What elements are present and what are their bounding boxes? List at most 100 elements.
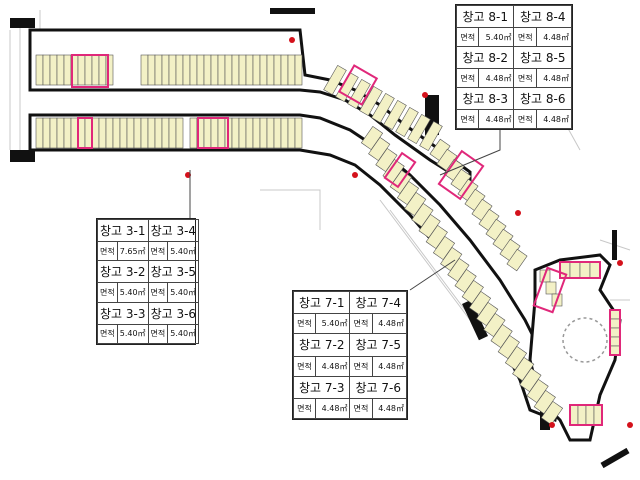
location-markers xyxy=(185,37,633,428)
unit-name: 창고 3-2 xyxy=(97,260,149,284)
storage-unit xyxy=(273,117,282,149)
storage-unit xyxy=(294,117,303,149)
storage-unit xyxy=(196,54,205,86)
storage-unit xyxy=(259,117,268,149)
storage-unit xyxy=(91,117,100,149)
storage-unit xyxy=(98,54,107,86)
location-marker xyxy=(289,37,295,43)
storage-unit xyxy=(56,117,65,149)
unit-name: 창고 3-1 xyxy=(97,218,149,243)
storage-unit xyxy=(609,336,621,347)
storage-unit xyxy=(383,99,407,131)
area-value: 4.48㎡ xyxy=(371,313,408,335)
area-value: 4.48㎡ xyxy=(478,109,515,129)
storage-unit xyxy=(280,117,289,149)
storage-unit xyxy=(77,117,86,149)
area-value: 5.40㎡ xyxy=(478,27,515,47)
area-value: 4.48㎡ xyxy=(535,68,573,88)
area-label: 면적 xyxy=(292,313,317,335)
unit-name: 창고 8-4 xyxy=(513,5,572,28)
storage-unit xyxy=(203,54,212,86)
storage-unit xyxy=(154,117,163,149)
storage-unit xyxy=(126,117,135,149)
storage-unit xyxy=(154,54,163,86)
storage-unit xyxy=(287,54,296,86)
storage-unit xyxy=(182,54,191,86)
highlighted-storage-unit xyxy=(559,261,601,279)
storage-unit xyxy=(49,117,58,149)
unit-name: 창고 8-1 xyxy=(455,5,515,28)
storage-unit xyxy=(238,117,247,149)
storage-unit xyxy=(259,54,268,86)
highlighted-storage-unit xyxy=(532,266,568,314)
storage-unit xyxy=(189,117,198,149)
highlighted-storage-unit xyxy=(383,151,417,189)
storage-unit xyxy=(217,117,226,149)
storage-unit xyxy=(273,54,282,86)
storage-unit xyxy=(119,117,128,149)
storage-unit xyxy=(593,404,603,426)
storage-unit xyxy=(231,54,240,86)
area-value: 5.40㎡ xyxy=(167,323,200,345)
storage-unit xyxy=(224,54,233,86)
storage-unit xyxy=(210,54,219,86)
storage-unit xyxy=(419,120,443,152)
storage-unit xyxy=(252,117,261,149)
legend-warehouse-8: 창고 8-1 창고 8-4 면적 5.40㎡ 면적 4.48㎡ 창고 8-2 창… xyxy=(455,4,573,130)
storage-unit xyxy=(175,54,184,86)
storage-unit xyxy=(245,54,254,86)
area-label: 면적 xyxy=(97,241,118,262)
leader-lines xyxy=(189,125,501,291)
area-value: 4.48㎡ xyxy=(535,109,573,129)
storage-unit xyxy=(147,54,156,86)
storage-unit xyxy=(91,54,100,86)
area-label: 면적 xyxy=(513,68,537,88)
storage-unit xyxy=(540,400,564,426)
storage-unit xyxy=(49,54,58,86)
area-label: 면적 xyxy=(147,323,169,345)
storage-unit xyxy=(35,117,44,149)
legend-warehouse-7: 창고 7-1 창고 7-4 면적 5.40㎡ 면적 4.48㎡ 창고 7-2 창… xyxy=(292,290,408,420)
storage-unit xyxy=(84,117,93,149)
storage-unit xyxy=(105,54,114,86)
area-value: 5.40㎡ xyxy=(315,313,351,335)
upper-corridor xyxy=(28,28,472,188)
storage-unit xyxy=(63,54,72,86)
storage-unit xyxy=(140,54,149,86)
area-value: 5.40㎡ xyxy=(167,241,200,262)
location-marker xyxy=(352,172,358,178)
storage-unit xyxy=(133,117,142,149)
storage-unit xyxy=(294,54,303,86)
unit-name: 창고 7-2 xyxy=(292,333,351,357)
storage-unit xyxy=(210,117,219,149)
storage-unit xyxy=(569,404,579,426)
area-value: 7.65㎡ xyxy=(116,241,149,262)
location-marker xyxy=(549,422,555,428)
area-label: 면적 xyxy=(292,397,317,420)
storage-unit xyxy=(140,117,149,149)
storage-unit xyxy=(42,117,51,149)
area-label: 면적 xyxy=(349,313,373,335)
area-label: 면적 xyxy=(455,109,480,129)
storage-unit xyxy=(347,78,371,110)
location-marker xyxy=(627,422,633,428)
storage-unit xyxy=(266,117,275,149)
unit-name: 창고 3-6 xyxy=(147,301,200,325)
storage-unit xyxy=(189,54,198,86)
area-value: 5.40㎡ xyxy=(167,282,200,303)
highlighted-storage-unit xyxy=(77,117,93,149)
storage-unit xyxy=(609,309,621,320)
area-label: 면적 xyxy=(455,68,480,88)
storage-unit xyxy=(395,106,419,138)
area-value: 5.40㎡ xyxy=(116,323,149,345)
storage-unit xyxy=(579,261,591,279)
storage-unit xyxy=(359,85,383,117)
storage-unit xyxy=(56,54,65,86)
highlighted-storage-unit xyxy=(197,117,229,149)
highlighted-storage-unit xyxy=(71,54,109,88)
area-label: 면적 xyxy=(349,397,373,420)
unit-name: 창고 7-1 xyxy=(292,290,351,315)
area-label: 면적 xyxy=(349,355,373,377)
area-value: 4.48㎡ xyxy=(371,397,408,420)
storage-unit xyxy=(98,117,107,149)
